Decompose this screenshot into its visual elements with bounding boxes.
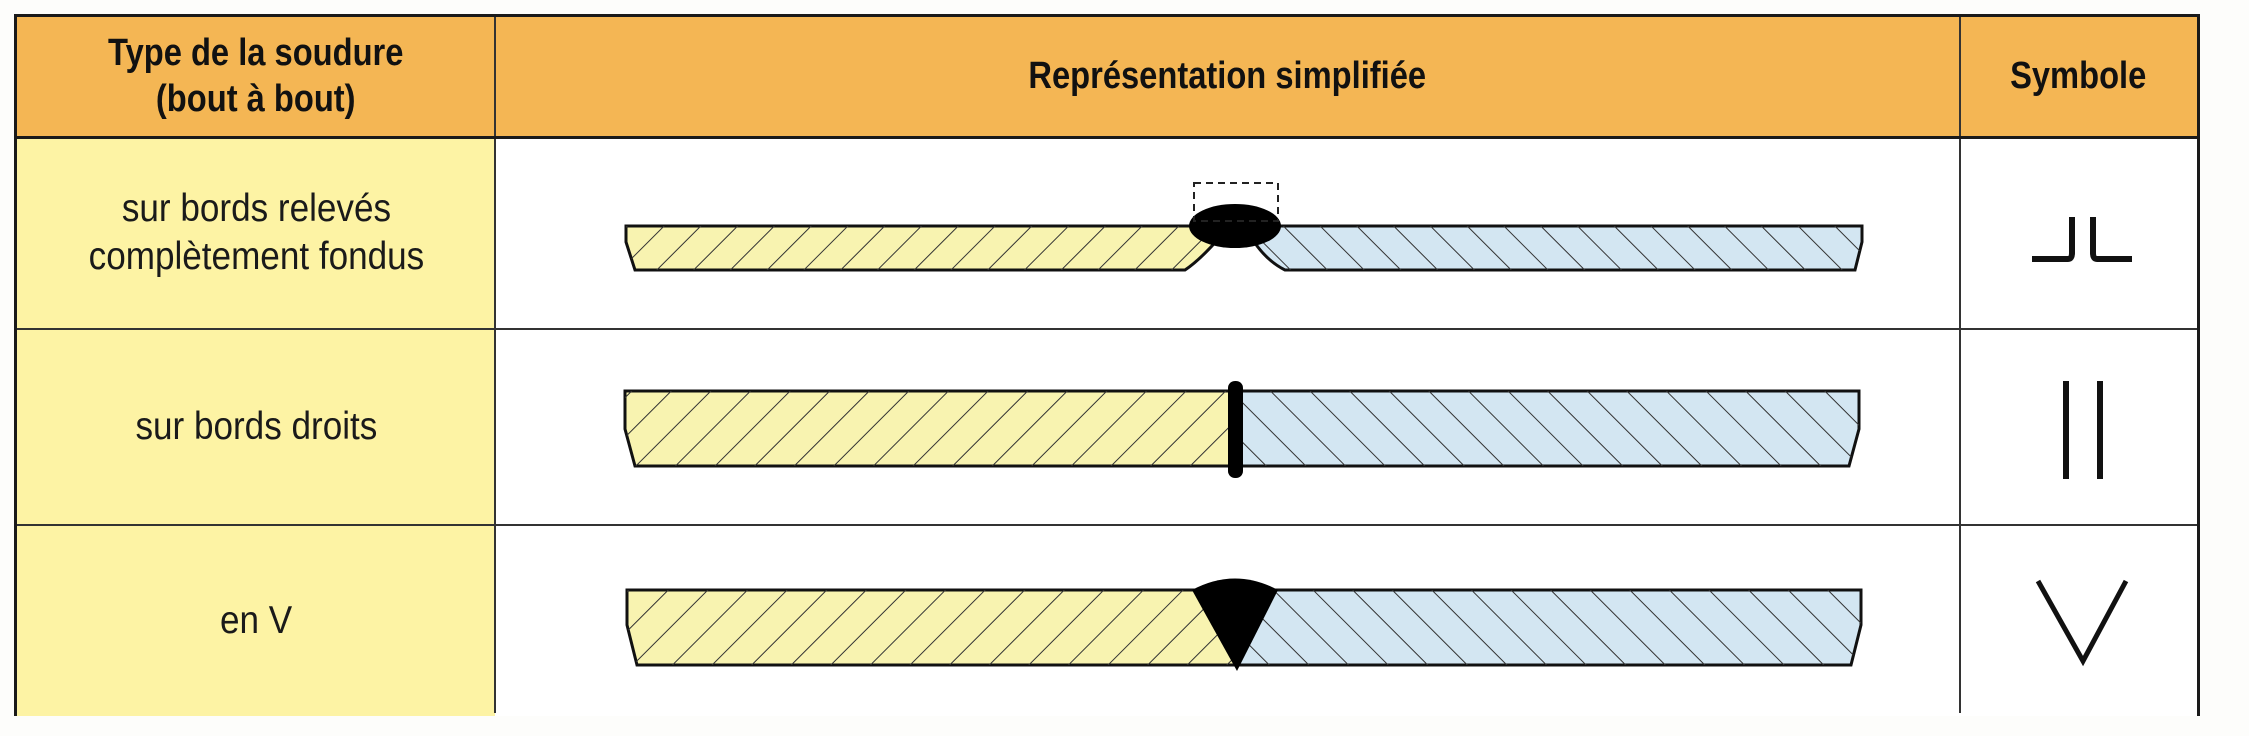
row-2-type-label: sur bords droits [135, 405, 377, 449]
header-type-label: Type de la soudure (bout à bout) [108, 32, 404, 120]
row-3-representation [495, 525, 1960, 716]
flanged-butt-weld-symbol-icon [2032, 217, 2132, 262]
square-butt-weld-symbol-icon [2063, 381, 2103, 479]
row-3-type: en V [17, 525, 495, 716]
row-1-symbol [1960, 137, 2197, 329]
row-2-type: sur bords droits [17, 329, 495, 525]
divider [17, 136, 2197, 139]
weld-bead [1189, 204, 1281, 248]
divider [1959, 17, 1961, 713]
row-2-symbol [1960, 329, 2197, 525]
v-butt-weld-diagram [625, 578, 1863, 671]
weld-types-table: Type de la soudure (bout à bout) Représe… [14, 14, 2200, 716]
v-butt-weld-symbol-icon [2035, 579, 2129, 667]
header-representation: Représentation simplifiée [495, 17, 1960, 137]
row-3-type-label: en V [219, 598, 293, 642]
v-weld [1192, 578, 1278, 671]
row-3-symbol [1960, 525, 2197, 716]
row-2-representation [495, 329, 1960, 525]
divider [17, 328, 2197, 330]
header-type: Type de la soudure (bout à bout) [17, 17, 495, 137]
divider [17, 524, 2197, 526]
row-1-type: sur bords relevés complètement fondus [17, 137, 495, 329]
header-symbol-label: Symbole [2010, 55, 2147, 98]
flanged-butt-weld-diagram [624, 182, 1864, 272]
header-symbol: Symbole [1960, 17, 2197, 137]
row-1-representation [495, 137, 1960, 329]
header-representation-label: Représentation simplifiée [1028, 55, 1427, 98]
row-1-type-label: sur bords relevés complètement fondus [88, 187, 424, 278]
square-butt-weld-diagram [623, 381, 1861, 478]
weld-seam [1228, 381, 1243, 478]
flange-outline [1193, 182, 1279, 222]
divider [494, 17, 496, 713]
